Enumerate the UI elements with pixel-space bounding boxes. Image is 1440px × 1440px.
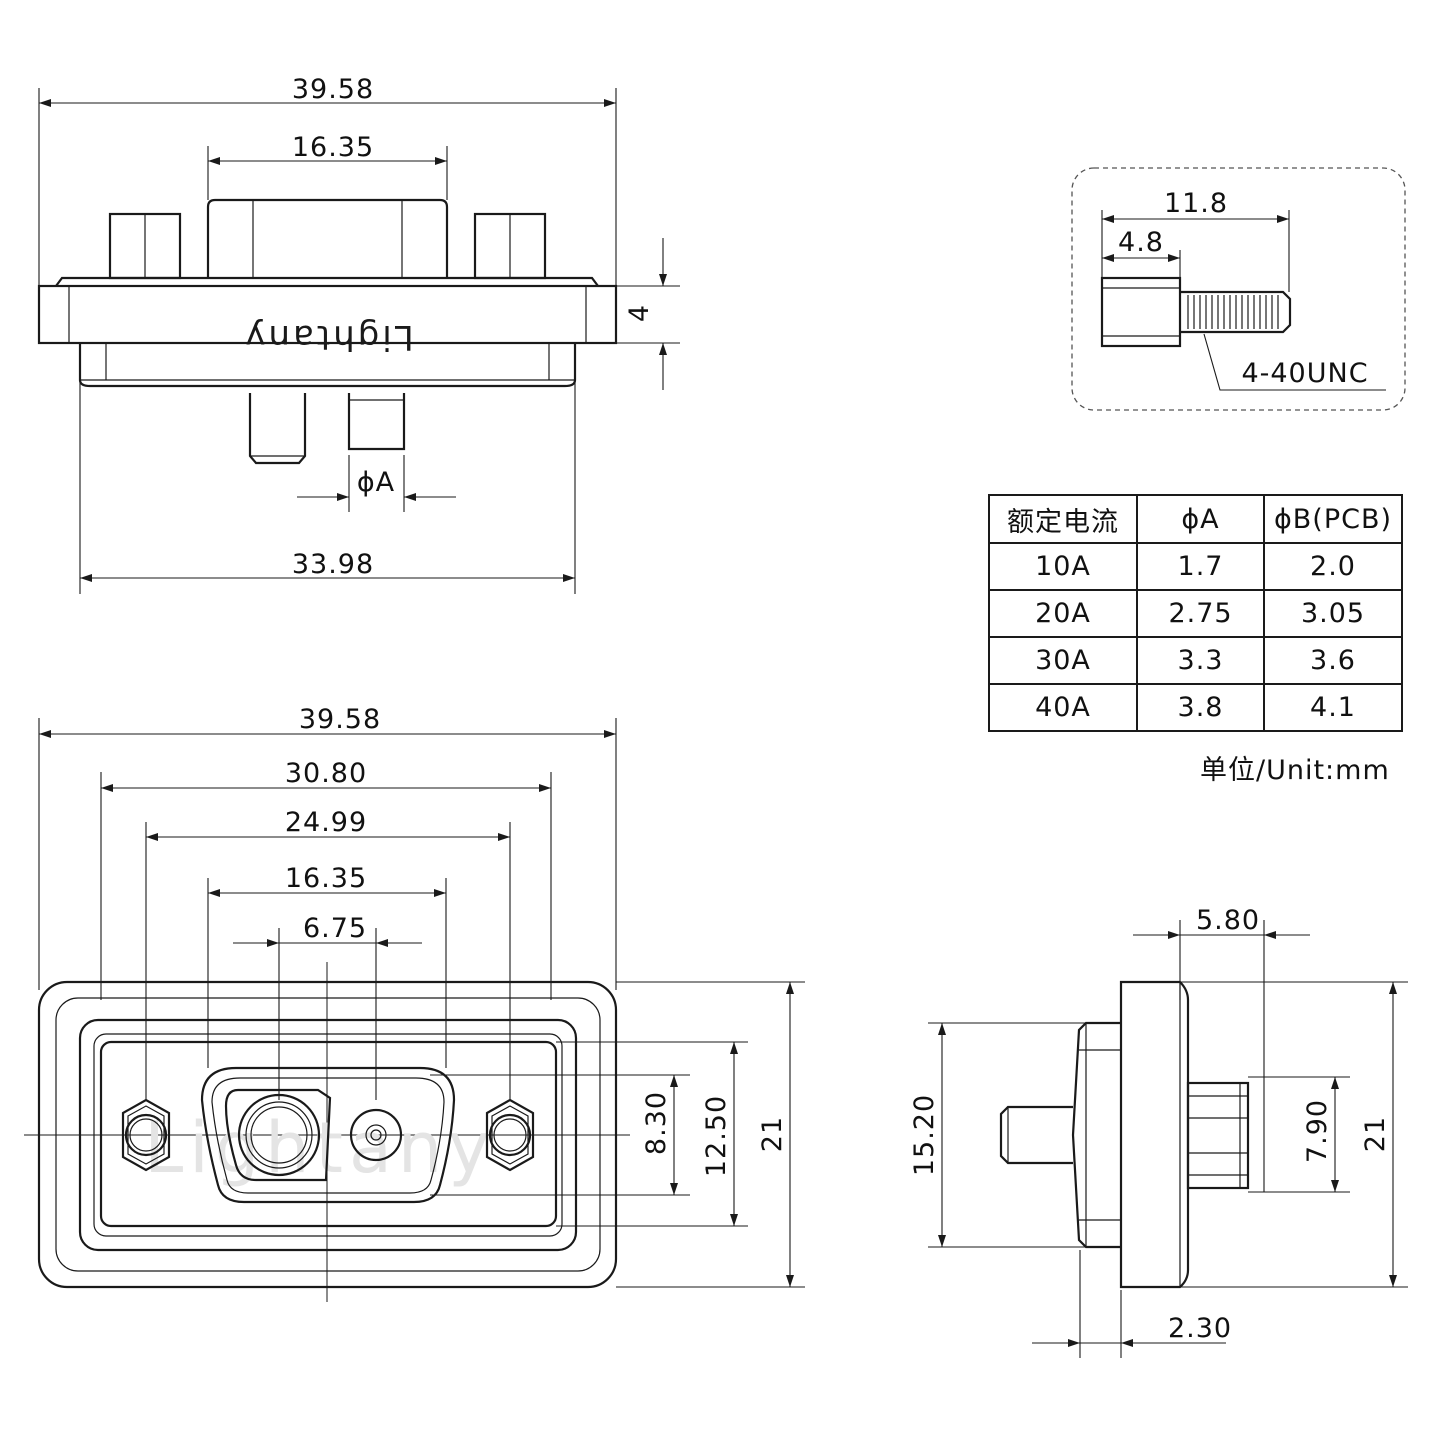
cell-diameter-b: 2.0 xyxy=(1263,542,1403,591)
left-hex-nut xyxy=(121,1098,171,1172)
cell-current: 20A xyxy=(988,589,1138,638)
power-contact xyxy=(237,1093,321,1177)
dim-front-height: 4 xyxy=(624,304,655,322)
dim-top-1250: 12.50 xyxy=(701,1095,732,1177)
top-view: 39.58 30.80 24.99 16.35 6.75 8.30 12.50 … xyxy=(24,704,805,1302)
screw-detail: 11.8 4.8 4-40UNC xyxy=(1071,167,1406,411)
dim-side-top: 5.80 xyxy=(1196,905,1260,936)
header-rated-current: 额定电流 xyxy=(988,494,1138,544)
dim-screw-length: 11.8 xyxy=(1164,188,1228,219)
dim-top-height: 21 xyxy=(757,1116,788,1152)
spec-table-header: 额定电流 ϕA ϕB(PCB) xyxy=(988,494,1403,544)
dim-side-bottom: 2.30 xyxy=(1168,1313,1232,1344)
dim-top-830: 8.30 xyxy=(641,1091,672,1155)
dim-front-overall-width: 39.58 xyxy=(292,74,374,105)
side-view: 5.80 15.20 7.90 21 2.30 xyxy=(909,905,1408,1358)
cell-current: 30A xyxy=(988,636,1138,685)
front-flange xyxy=(37,284,618,345)
table-row: 30A 3.3 3.6 xyxy=(988,636,1403,685)
detail-frame xyxy=(1071,167,1406,411)
table-row: 20A 2.75 3.05 xyxy=(988,589,1403,638)
header-diameter-a: ϕA xyxy=(1136,494,1265,544)
unit-note: 单位/Unit:mm xyxy=(1200,755,1390,786)
dim-side-height: 21 xyxy=(1360,1116,1391,1152)
top-flange xyxy=(37,980,618,1289)
thread-label: 4-40UNC xyxy=(1241,358,1368,389)
dim-screw-hex: 4.8 xyxy=(1118,227,1164,258)
cell-diameter-a: 1.7 xyxy=(1136,542,1265,591)
cell-current: 40A xyxy=(988,683,1138,732)
top-recess xyxy=(99,1040,558,1228)
cell-diameter-b: 4.1 xyxy=(1263,683,1403,732)
cell-diameter-a: 2.75 xyxy=(1136,589,1265,638)
cell-diameter-b: 3.6 xyxy=(1263,636,1403,685)
cell-diameter-a: 3.8 xyxy=(1136,683,1265,732)
front-view: 39.58 16.35 33.98 ϕA 4 Lightany xyxy=(37,74,680,594)
dim-top-overall-width: 39.58 xyxy=(299,704,381,735)
side-screw-post xyxy=(1186,1081,1250,1190)
side-flange xyxy=(1119,980,1190,1289)
cell-current: 10A xyxy=(988,542,1138,591)
right-hex-nut xyxy=(485,1098,535,1172)
dim-top-hole-pitch: 24.99 xyxy=(285,807,367,838)
dim-top-shell-width: 16.35 xyxy=(285,863,367,894)
header-diameter-b: ϕB(PCB) xyxy=(1263,494,1403,544)
logo-text: Lightany xyxy=(242,317,413,357)
pin-left xyxy=(248,393,307,465)
table-row: 40A 3.8 4.1 xyxy=(988,683,1403,732)
side-pin xyxy=(999,1105,1073,1165)
screw-hex xyxy=(1100,276,1182,348)
table-row: 10A 1.7 2.0 xyxy=(988,542,1403,591)
dim-front-shell-width: 16.35 xyxy=(292,132,374,163)
cell-diameter-a: 3.3 xyxy=(1136,636,1265,685)
dim-top-pin-pitch: 6.75 xyxy=(303,913,367,944)
screw-thread xyxy=(1180,290,1292,334)
d-shell xyxy=(206,198,449,278)
dim-side-post: 7.90 xyxy=(1302,1099,1333,1163)
signal-contact xyxy=(349,1108,403,1162)
dim-pin-diameter: ϕA xyxy=(357,467,395,498)
spec-table: 额定电流 ϕA ϕB(PCB) 10A 1.7 2.0 20A 2.75 3.0… xyxy=(988,494,1403,732)
dim-side-left: 15.20 xyxy=(909,1094,940,1176)
cell-diameter-b: 3.05 xyxy=(1263,589,1403,638)
top-d-shell xyxy=(200,1066,456,1204)
pin-right xyxy=(347,393,406,451)
dim-front-rear-width: 33.98 xyxy=(292,549,374,580)
dim-top-30: 30.80 xyxy=(285,758,367,789)
